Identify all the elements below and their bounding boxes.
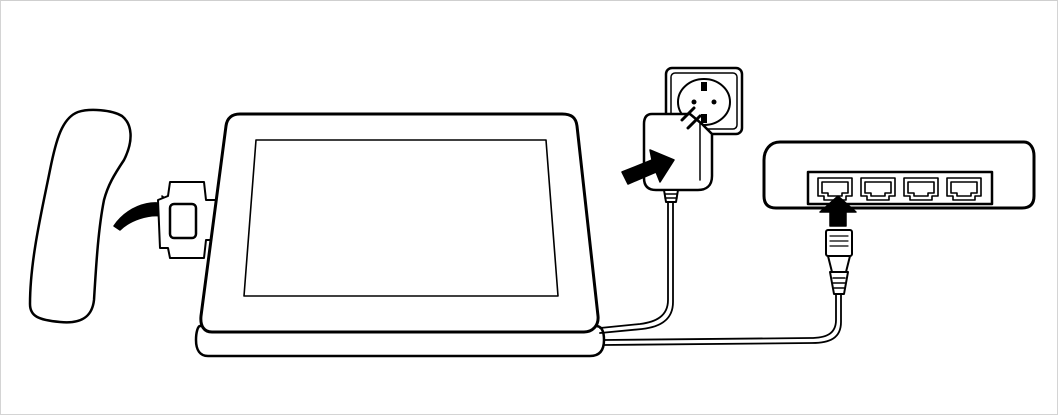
tablet-display-icon: [199, 112, 600, 334]
telephone-handset-icon: [28, 108, 132, 324]
arrow-icon: [621, 149, 675, 185]
rj45-plug-icon: [825, 229, 853, 295]
handset-connector-icon: [157, 181, 217, 259]
arrow-up-icon: [819, 195, 857, 227]
cable-lines: [599, 197, 842, 346]
network-switch-icon: [762, 140, 1036, 210]
